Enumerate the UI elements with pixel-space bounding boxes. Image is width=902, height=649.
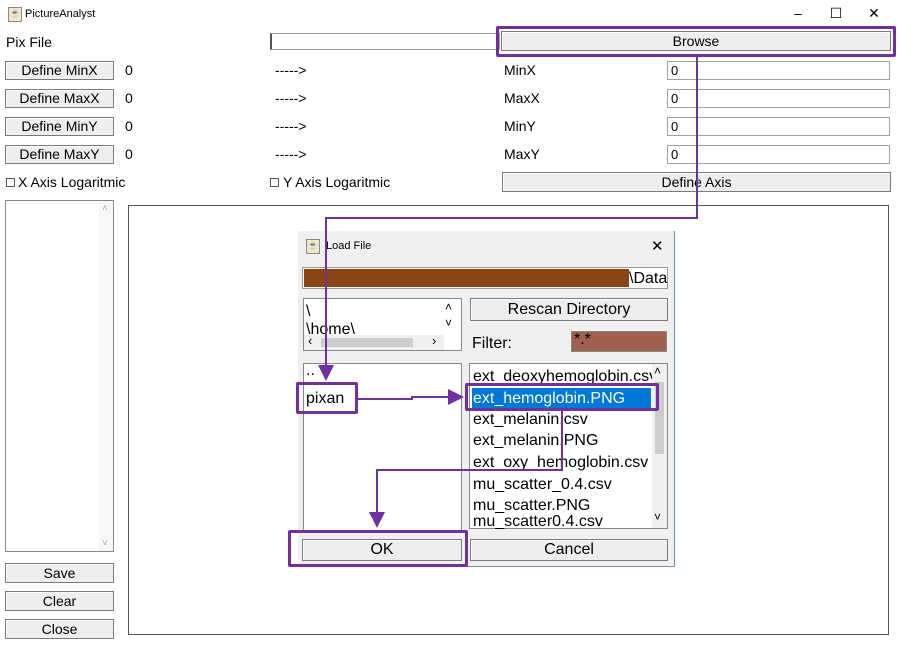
file-item[interactable]: mu_scatter_0.4.csv [473, 476, 612, 493]
save-button[interactable]: Save [5, 563, 114, 583]
app-icon: ☕ [8, 7, 22, 22]
miny-field[interactable]: 0 [667, 117, 890, 136]
dir-hscrollbar[interactable]: ‹ › [304, 333, 444, 350]
define-miny-button[interactable]: Define MinY [5, 117, 114, 136]
x-log-checkbox[interactable] [6, 178, 15, 187]
maxy-arrow: -----> [275, 146, 307, 162]
file-item-selected[interactable]: ext_hemoglobin.PNG [472, 388, 651, 409]
dialog-close-icon[interactable]: ✕ [651, 238, 664, 255]
minx-field[interactable]: 0 [667, 61, 890, 80]
pix-file-label: Pix File [6, 34, 52, 50]
file-item[interactable]: mu_scatter.PNG [473, 497, 591, 514]
y-log-checkbox[interactable] [270, 178, 279, 187]
file-item[interactable]: ext_melanin.csv [473, 411, 588, 428]
dir-root[interactable]: \ [306, 303, 311, 320]
maxx-label: MaxX [504, 90, 540, 106]
folder-parent[interactable]: .. [306, 362, 315, 379]
minx-arrow: -----> [275, 62, 307, 78]
dialog-title: Load File [326, 240, 372, 252]
dir-scroll-down-icon[interactable]: ˅ [445, 316, 453, 330]
window-close-button[interactable]: ✕ [868, 5, 880, 21]
arrow-file-to-ok [369, 411, 563, 528]
browse-highlight [496, 26, 896, 57]
define-maxx-button[interactable]: Define MaxX [5, 89, 114, 108]
miny-value: 0 [125, 118, 133, 134]
define-maxy-button[interactable]: Define MaxY [5, 145, 114, 164]
arrow-browse-to-folder [318, 57, 698, 381]
minx-value: 0 [125, 62, 133, 78]
filter-field[interactable]: *.* [571, 331, 667, 352]
dir-scroll-right-icon[interactable]: › [432, 333, 437, 348]
file-item[interactable]: ext_oxy_hemoglobin.csv [473, 454, 649, 471]
dir-scroll-up-icon[interactable]: ˄ [445, 300, 453, 314]
maxy-value: 0 [125, 146, 133, 162]
filter-label: Filter: [472, 335, 512, 352]
maxy-field[interactable]: 0 [667, 145, 890, 164]
scroll-up-icon[interactable]: ˄ [102, 203, 108, 214]
clear-button[interactable]: Clear [5, 591, 114, 611]
maxx-value: 0 [125, 90, 133, 106]
minimize-button[interactable]: – [794, 5, 802, 21]
maxy-label: MaxY [504, 146, 540, 162]
ok-button[interactable]: OK [302, 539, 462, 561]
arrow-pixan-to-file [358, 389, 464, 405]
close-button[interactable]: Close [5, 619, 114, 639]
rescan-directory-button[interactable]: Rescan Directory [470, 298, 668, 321]
pix-file-field[interactable] [270, 33, 500, 50]
ok-highlight [288, 530, 468, 567]
selected-file-highlight [465, 383, 659, 411]
file-item[interactable]: ext_deoxyhemoglobin.csv [473, 368, 658, 385]
file-item[interactable]: mu_scatter0.4.csv [473, 513, 603, 530]
pixan-highlight [296, 382, 358, 414]
dialog-icon: ☕ [306, 239, 320, 254]
dir-scroll-left-icon[interactable]: ‹ [308, 333, 313, 348]
window-title: PictureAnalyst [25, 8, 96, 20]
file-list-scrollbar[interactable]: ˄ ˅ [652, 364, 667, 528]
y-log-label: Y Axis Logaritmic [283, 174, 391, 190]
browse-button[interactable]: Browse [501, 31, 891, 51]
folder-pixan[interactable]: pixan [306, 390, 345, 407]
maximize-button[interactable]: ☐ [829, 5, 843, 21]
file-list[interactable]: ext_deoxyhemoglobin.csv ext_hemoglobin.P… [469, 363, 668, 530]
path-field[interactable]: \Data [302, 267, 668, 289]
maxx-arrow: -----> [275, 90, 307, 106]
miny-label: MinY [504, 118, 536, 134]
dir-hscroll-thumb[interactable] [321, 338, 413, 347]
point-list-scrollbar[interactable] [99, 201, 113, 551]
path-fill [304, 269, 629, 287]
file-scroll-up-icon[interactable]: ˄ [654, 364, 662, 378]
file-scroll-thumb[interactable] [655, 382, 664, 454]
cancel-button[interactable]: Cancel [470, 539, 668, 561]
miny-arrow: -----> [275, 118, 307, 134]
dir-tree-list[interactable]: \ \home\ ˄ ˅ ‹ › [303, 298, 462, 351]
file-item[interactable]: ext_melanin.PNG [473, 432, 599, 449]
x-log-label: X Axis Logaritmic [18, 174, 126, 190]
path-tail: \Data [629, 270, 668, 287]
define-minx-button[interactable]: Define MinX [5, 61, 114, 80]
minx-label: MinX [504, 62, 536, 78]
point-list[interactable] [5, 200, 114, 552]
maxx-field[interactable]: 0 [667, 89, 890, 108]
file-scroll-down-icon[interactable]: ˅ [654, 510, 662, 524]
scroll-down-icon[interactable]: ˅ [102, 538, 108, 549]
